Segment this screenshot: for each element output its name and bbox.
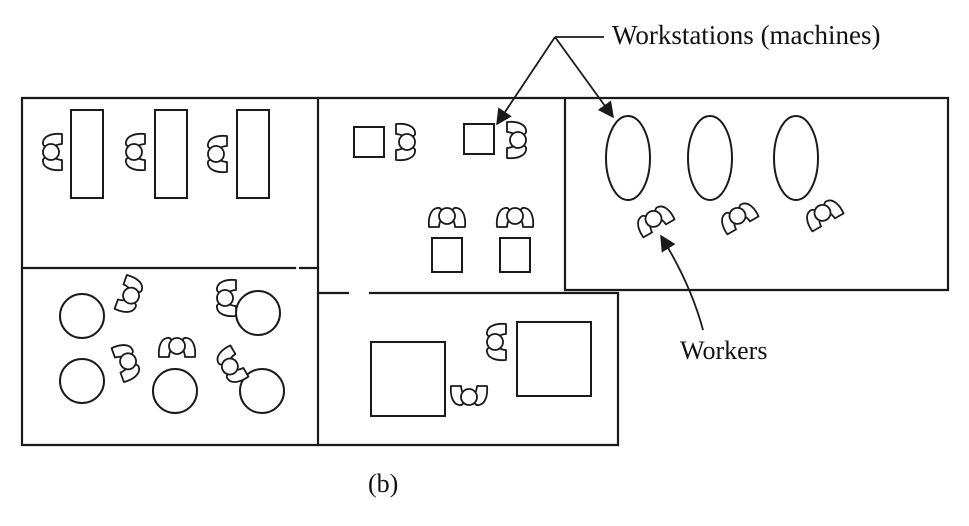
figure-caption: (b): [368, 469, 398, 498]
wall-center-bottom-divider: [316, 291, 620, 447]
workers-label: Workers: [680, 336, 767, 365]
cell-right: [605, 115, 845, 239]
worker-icon: [157, 336, 197, 358]
worker-icon: [449, 385, 489, 407]
machine-oval: [773, 115, 819, 201]
machine-circle: [59, 293, 105, 339]
worker-icon: [124, 132, 146, 172]
machine-circle: [235, 290, 281, 336]
machine-rect: [154, 109, 188, 199]
machine-rect: [236, 109, 270, 199]
machine-large-square: [370, 341, 446, 417]
machine-square: [353, 126, 385, 158]
worker-icon: [395, 122, 417, 162]
machine-circle: [239, 368, 285, 414]
worker-icon: [212, 344, 250, 388]
worker-icon: [801, 195, 845, 233]
machine-rect: [70, 109, 104, 199]
worker-icon: [215, 278, 237, 318]
floor-plan: [20, 96, 950, 447]
worker-icon: [110, 340, 143, 384]
worker-icon: [506, 120, 528, 160]
worker-icon: [495, 206, 535, 228]
machine-circle: [59, 358, 105, 404]
machine-large-square: [516, 321, 592, 397]
workstations-arrow: [496, 36, 556, 126]
worker-icon: [632, 201, 676, 239]
cell-top-left: [41, 109, 270, 199]
wall-outer-left: [20, 96, 620, 447]
worker-icon: [41, 132, 63, 172]
machine-oval: [605, 115, 651, 201]
machine-square: [463, 123, 495, 155]
machine-circle: [152, 368, 198, 414]
worker-icon: [716, 198, 760, 236]
worker-icon: [485, 322, 507, 362]
workers-arrow: [660, 234, 704, 331]
worker-icon: [113, 273, 146, 317]
cell-bottom-left: [59, 273, 285, 414]
annotations: Workstations (machines) Workers (b): [368, 20, 881, 498]
machine-oval: [687, 115, 733, 201]
workstations-label: Workstations (machines): [612, 20, 881, 50]
worker-icon: [206, 134, 228, 174]
cell-top-middle: [353, 120, 535, 273]
machine-square: [499, 237, 531, 273]
workstations-arrow: [554, 36, 614, 119]
wall-right-cell: [563, 96, 950, 292]
machine-square: [431, 237, 463, 273]
worker-icon: [427, 206, 467, 228]
cell-bottom-middle: [370, 321, 592, 417]
